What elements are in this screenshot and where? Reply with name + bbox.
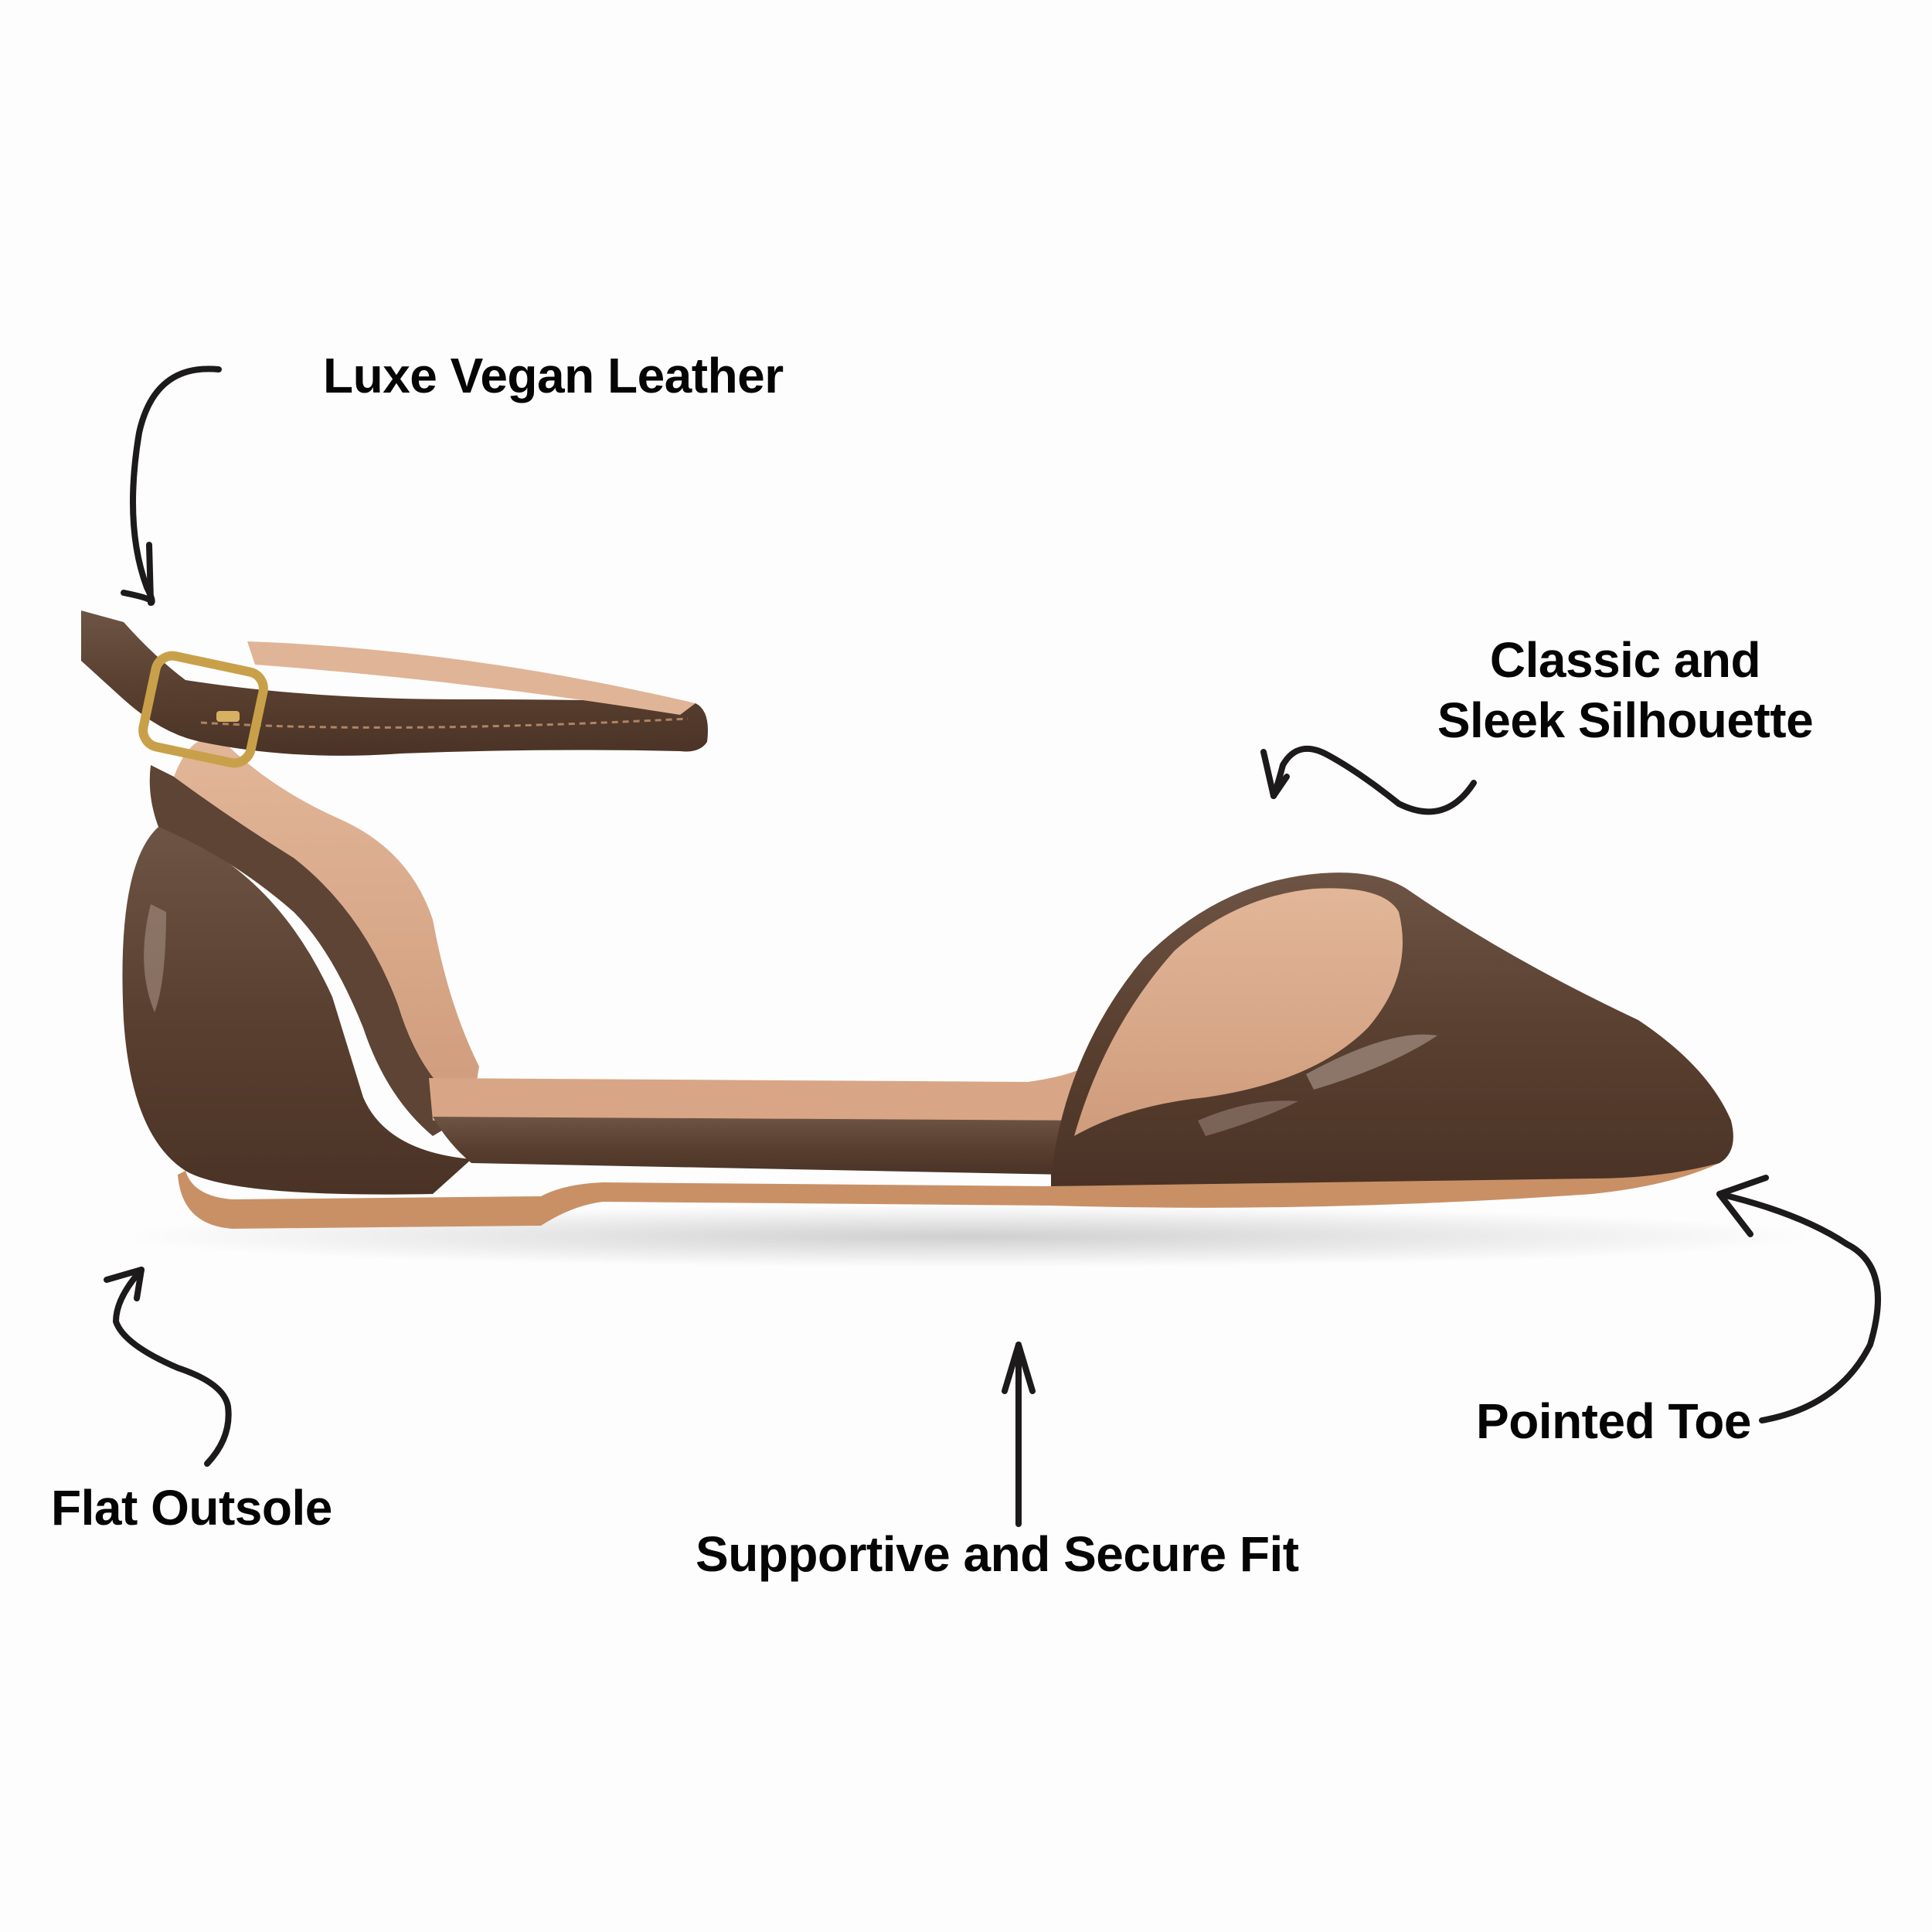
arrow-curve-down-icon [130, 366, 222, 606]
arrow-curve-up-left-head [1716, 1175, 1769, 1237]
callout-secure-fit: Supportive and Secure Fit [696, 1526, 1299, 1582]
buckle-prong [216, 711, 240, 722]
callout-classic-silhouette: Classic and Sleek Silhouette [1420, 630, 1830, 750]
insole-lining [429, 1059, 1097, 1124]
arrow-curve-up-left-icon [1716, 1191, 1881, 1423]
callout-flat-outsole: Flat Outsole [51, 1480, 332, 1536]
callout-classic-line-1: Classic and [1489, 632, 1761, 688]
callout-pointed-toe: Pointed Toe [1476, 1393, 1751, 1449]
vamp-lining [1074, 888, 1403, 1136]
buckle [138, 651, 268, 768]
heel-counter [122, 827, 471, 1195]
heel-quarter [149, 765, 471, 1136]
callout-luxe-vegan-leather: Luxe Vegan Leather [323, 348, 784, 403]
vamp-highlight-2 [1198, 1100, 1298, 1136]
heel-lining [174, 738, 479, 1113]
arrow-straight-up-head [1002, 1342, 1036, 1394]
arrow-curve-down-head [121, 542, 154, 604]
outsole [178, 1148, 1719, 1229]
arrow-wave-left-icon [1270, 746, 1477, 815]
arrow-wave-up-head [104, 1267, 145, 1301]
callout-classic-line-2: Sleek Silhouette [1437, 692, 1814, 749]
heel-highlight [144, 904, 166, 1012]
midfoot-edge [433, 1117, 1090, 1175]
arrow-wave-up-icon [113, 1267, 232, 1467]
ankle-strap-lining [247, 641, 696, 715]
vamp-highlight [1306, 1034, 1437, 1090]
arrow-wave-left-head [1260, 749, 1290, 799]
